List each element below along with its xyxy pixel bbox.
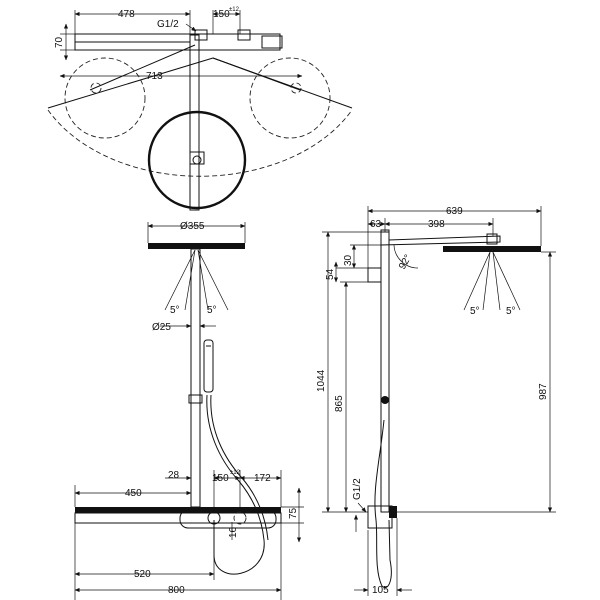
label-520: 520 — [134, 569, 151, 580]
head-joint — [189, 151, 205, 165]
spray-side-left-outer — [463, 251, 491, 311]
label-450: 450 — [125, 488, 142, 499]
label-355: Ø355 — [180, 221, 205, 232]
thermostat-end — [261, 35, 283, 49]
spray-left-outer — [164, 249, 196, 311]
valve-right — [233, 511, 247, 525]
label-639: 639 — [446, 206, 463, 217]
valve-left — [207, 511, 221, 525]
riser-top — [189, 34, 200, 211]
thermostat-front — [74, 512, 282, 524]
spray-side-right-outer — [492, 251, 521, 311]
front-view: Ø355 5° 5° Ø25 28 150 ±12 — [74, 221, 304, 600]
label-800: 800 — [168, 585, 185, 596]
label-g12-side: G1/2 — [352, 478, 363, 500]
arm-joint — [486, 233, 498, 245]
label-105: 105 — [372, 585, 389, 596]
radial-line-right-inner — [212, 57, 301, 91]
label-75: 75 — [288, 507, 299, 519]
label-angle-left-front: 5° — [170, 305, 180, 316]
spray-right-outer — [197, 249, 229, 311]
leader-g12-top — [185, 23, 197, 32]
thermostat-side-knob — [389, 506, 397, 518]
spray-side-right-inner — [492, 251, 501, 311]
left-pivot — [90, 82, 102, 94]
label-92: 92° — [397, 253, 414, 272]
label-g12-top: G1/2 — [157, 19, 179, 30]
label-30: 30 — [343, 254, 354, 266]
label-70: 70 — [54, 36, 65, 48]
label-150-front: 150 — [212, 473, 229, 484]
thermostat-side — [367, 505, 393, 529]
label-angle-right-side: 5° — [506, 306, 516, 317]
label-angle-left-side: 5° — [470, 306, 480, 317]
right-pivot — [290, 82, 302, 94]
label-angle-right-front: 5° — [207, 305, 217, 316]
label-478: 478 — [118, 9, 135, 20]
label-28: 28 — [168, 470, 180, 481]
label-150-top: 150 — [213, 9, 230, 20]
label-172: 172 — [254, 473, 271, 484]
hose-side — [374, 419, 392, 588]
connector-right — [237, 29, 251, 41]
label-987: 987 — [538, 383, 549, 400]
riser-side — [380, 229, 390, 513]
radial-line-left — [47, 57, 214, 109]
left-swing-circle — [64, 57, 146, 139]
wall-bracket-top — [367, 267, 382, 283]
hose — [206, 394, 265, 575]
spray-side-left-inner — [482, 251, 491, 311]
label-tol-front: ±12 — [230, 470, 241, 476]
slider-front — [188, 394, 203, 404]
thermostat-body — [179, 509, 277, 529]
radial-line-left-inner — [89, 44, 196, 91]
label-398: 398 — [428, 219, 445, 230]
thermostat-front-top — [75, 507, 281, 513]
label-tol-top: ±12 — [229, 7, 240, 13]
riser-front — [190, 248, 201, 508]
label-63: 63 — [370, 219, 382, 230]
head-center — [192, 155, 202, 165]
label-54: 54 — [325, 268, 336, 280]
leader-g12-side — [357, 502, 367, 513]
label-25: Ø25 — [152, 322, 171, 333]
right-swing-circle — [249, 57, 331, 139]
shower-head-side — [443, 246, 541, 252]
label-713: 713 — [146, 71, 163, 82]
arc-92 — [393, 244, 419, 269]
label-865: 865 — [334, 395, 345, 412]
shower-head-front — [148, 243, 245, 249]
slider-side — [381, 396, 389, 404]
hand-shower — [203, 339, 214, 393]
swing-arc — [47, 109, 353, 177]
shower-head-top — [147, 110, 247, 210]
label-1044: 1044 — [316, 369, 327, 392]
side-view: 5° 5° 92° 639 63 398 1044 865 30 — [316, 206, 556, 596]
label-16: 16 — [228, 526, 239, 538]
shower-arm-side — [380, 231, 501, 246]
spray-left-inner — [184, 249, 196, 311]
top-view: 478 150 ±12 G1/2 70 713 — [47, 7, 353, 211]
